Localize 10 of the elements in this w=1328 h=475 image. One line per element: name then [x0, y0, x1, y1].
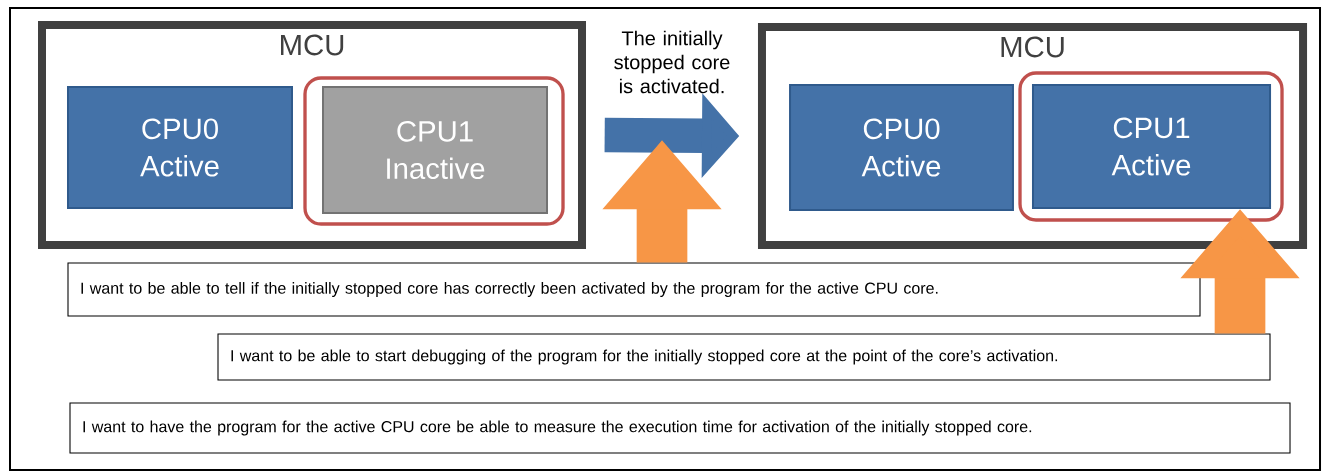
cpu-box: CPU0 Active [789, 83, 1014, 212]
edge-label: The initially stopped core is activated. [614, 30, 730, 94]
cpu-box: CPU1 Active [1032, 84, 1272, 209]
requirement-box: I want to be able to start debugging of the program for the initially stopped core at the point of the core’s activation. [217, 333, 1271, 381]
highlight-frame [303, 76, 565, 226]
cpu-box: CPU0 Active [67, 85, 293, 210]
requirement-box: I want to be able to tell if the initially stopped core has correctly been activated by the program for the active CPU core. [67, 262, 1201, 317]
requirement-box: I want to have the program for the active CPU core be able to measure the execution time for activation of the initially stopped core. [69, 402, 1291, 454]
highlight-frame [1018, 71, 1284, 222]
cpu-box: CPU1 Inactive [322, 86, 548, 214]
